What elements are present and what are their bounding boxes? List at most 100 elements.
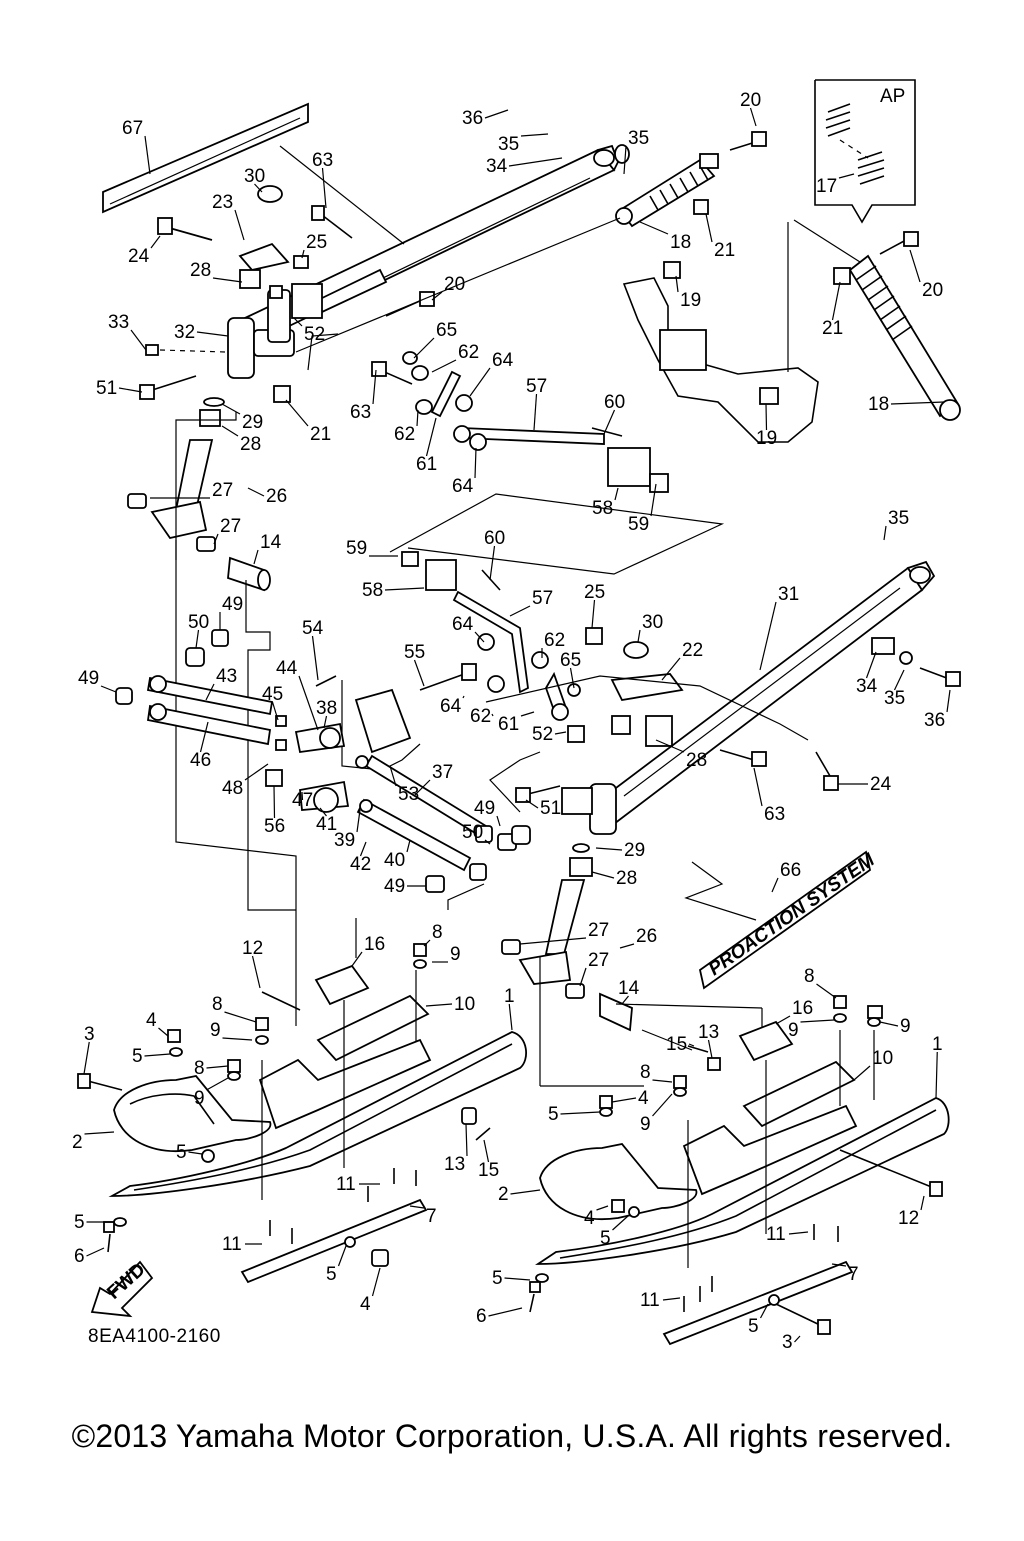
callout-13: 13 [444,1154,465,1175]
callout-59: 59 [346,538,367,559]
callout-58: 58 [592,498,613,519]
callout-63: 63 [764,804,785,825]
callout-leader-52 [554,731,567,735]
callout-leader-39 [356,809,361,833]
callout-leader-62 [431,359,457,373]
callout-leader-58 [614,487,619,501]
callout-leader-18 [890,401,945,405]
callout-5: 5 [548,1104,559,1125]
callout-37: 37 [432,762,453,783]
linkage-57-top [453,425,669,493]
callout-62: 62 [394,424,415,445]
callout-leader-3 [794,1335,801,1343]
callout-leader-18 [639,221,669,235]
callout-leader-4 [371,1267,381,1297]
callout-leader-37 [413,779,431,797]
callout-leader-55 [413,659,425,687]
callout-49: 49 [78,668,99,689]
callout-9: 9 [900,1016,911,1037]
callout-leader-14 [621,995,629,1005]
callout-24: 24 [128,246,150,267]
callout-leader-60 [489,545,496,581]
callout-3: 3 [782,1332,793,1353]
callout-leader-9 [206,1077,229,1091]
spindle-mid-right [515,627,839,835]
callout-4: 4 [146,1010,157,1031]
callout-3: 3 [84,1024,95,1045]
callout-49: 49 [222,594,243,615]
callout-leader-1 [935,1051,938,1099]
fastener-bolt-63-top [311,205,353,239]
callout-14: 14 [618,978,640,999]
callout-leader-42 [359,841,367,857]
callout-leader-30 [637,629,641,643]
callout-27: 27 [588,920,609,941]
callout-9: 9 [194,1088,205,1109]
callout-39: 39 [334,830,355,851]
callout-leader-28 [212,277,243,283]
callout-7: 7 [426,1206,437,1227]
callout-62: 62 [470,706,491,727]
callout-12: 12 [898,1208,919,1229]
callout-25: 25 [306,232,327,253]
callout-leader-30 [254,183,263,193]
spring-icon [825,103,885,185]
callout-15: 15 [478,1160,499,1181]
callout-45: 45 [262,684,283,705]
callout-leader-17 [838,173,855,179]
callout-leader-63 [321,167,327,209]
callout-leader-36 [946,689,951,713]
callout-leader-7 [409,1205,425,1209]
callout-leader-34 [865,651,877,679]
callout-58: 58 [362,580,383,601]
callout-8: 8 [640,1062,651,1083]
callout-leader-3 [83,1041,90,1075]
callout-64: 64 [452,476,474,497]
callout-35: 35 [498,134,519,155]
callout-26: 26 [266,486,287,507]
callout-5: 5 [492,1268,503,1289]
callout-leader-11 [788,1231,809,1235]
callout-50: 50 [462,822,483,843]
inset-box-ap [814,79,916,224]
callout-8: 8 [804,966,815,987]
callout-leader-9 [222,1037,253,1041]
callout-49: 49 [384,876,405,897]
callout-22: 22 [682,640,703,661]
callout-8: 8 [212,994,223,1015]
callout-leader-19 [675,275,679,293]
decal-strip-67 [102,102,309,214]
callout-leader-61 [425,417,437,457]
callout-leader-40 [406,839,411,853]
callout-35: 35 [888,508,909,529]
bracket-19 [622,261,819,443]
callout-leader-51 [118,387,143,393]
callout-61: 61 [416,454,437,475]
callout-leader-35 [623,145,627,175]
callout-leader-28 [221,425,239,437]
callout-leader-19 [765,403,768,431]
callout-leader-6 [86,1247,105,1257]
callout-leader-20 [909,249,921,283]
callout-leader-41 [319,807,327,817]
callout-leader-5 [504,1277,531,1281]
callout-leader-29 [595,847,623,851]
callout-62: 62 [544,630,565,651]
callout-leader-29 [221,403,241,415]
callout-leader-9 [800,1019,835,1023]
callout-31: 31 [778,584,799,605]
callout-leader-8 [224,1011,257,1023]
callout-leader-64 [474,631,485,643]
callout-leader-36 [484,109,509,119]
callout-64: 64 [492,350,514,371]
shock-absorber-18-right [833,231,961,421]
callout-10: 10 [454,994,475,1015]
callout-leader-8 [652,1079,673,1083]
callout-29: 29 [624,840,645,861]
callout-leader-8 [206,1065,229,1069]
callout-leader-16 [351,951,363,967]
callout-53: 53 [398,784,419,805]
callout-64: 64 [440,696,462,717]
callout-1: 1 [932,1034,943,1055]
callout-51: 51 [540,798,561,819]
